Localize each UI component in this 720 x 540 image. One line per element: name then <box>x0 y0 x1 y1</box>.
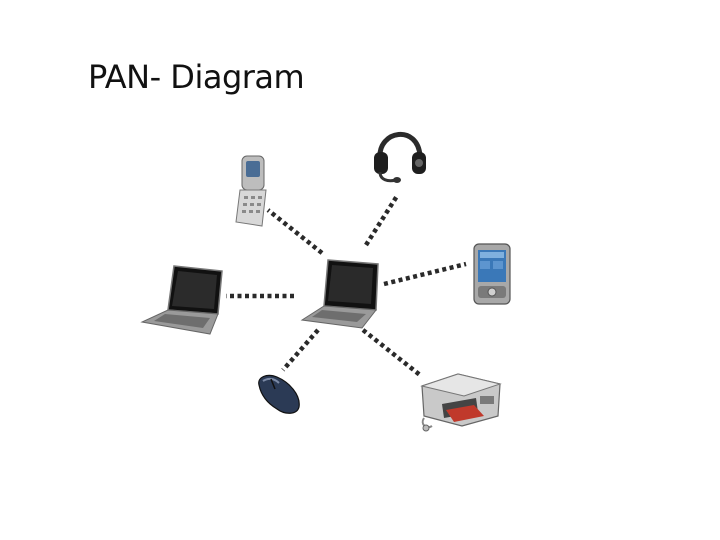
pda-icon <box>473 243 511 305</box>
printer-icon <box>420 373 502 432</box>
link-hub-phone <box>266 208 324 255</box>
flip-phone-icon <box>235 155 267 227</box>
laptop-icon <box>300 259 379 329</box>
laptop-icon <box>140 265 223 335</box>
link-hub-printer <box>361 328 422 377</box>
link-hub-pda <box>383 261 467 287</box>
link-hub-mouse <box>281 328 320 372</box>
slide-title: PAN- Diagram <box>88 58 305 96</box>
link-hub-headset <box>364 194 399 247</box>
mouse-icon <box>258 374 300 414</box>
headset-icon <box>374 131 426 183</box>
